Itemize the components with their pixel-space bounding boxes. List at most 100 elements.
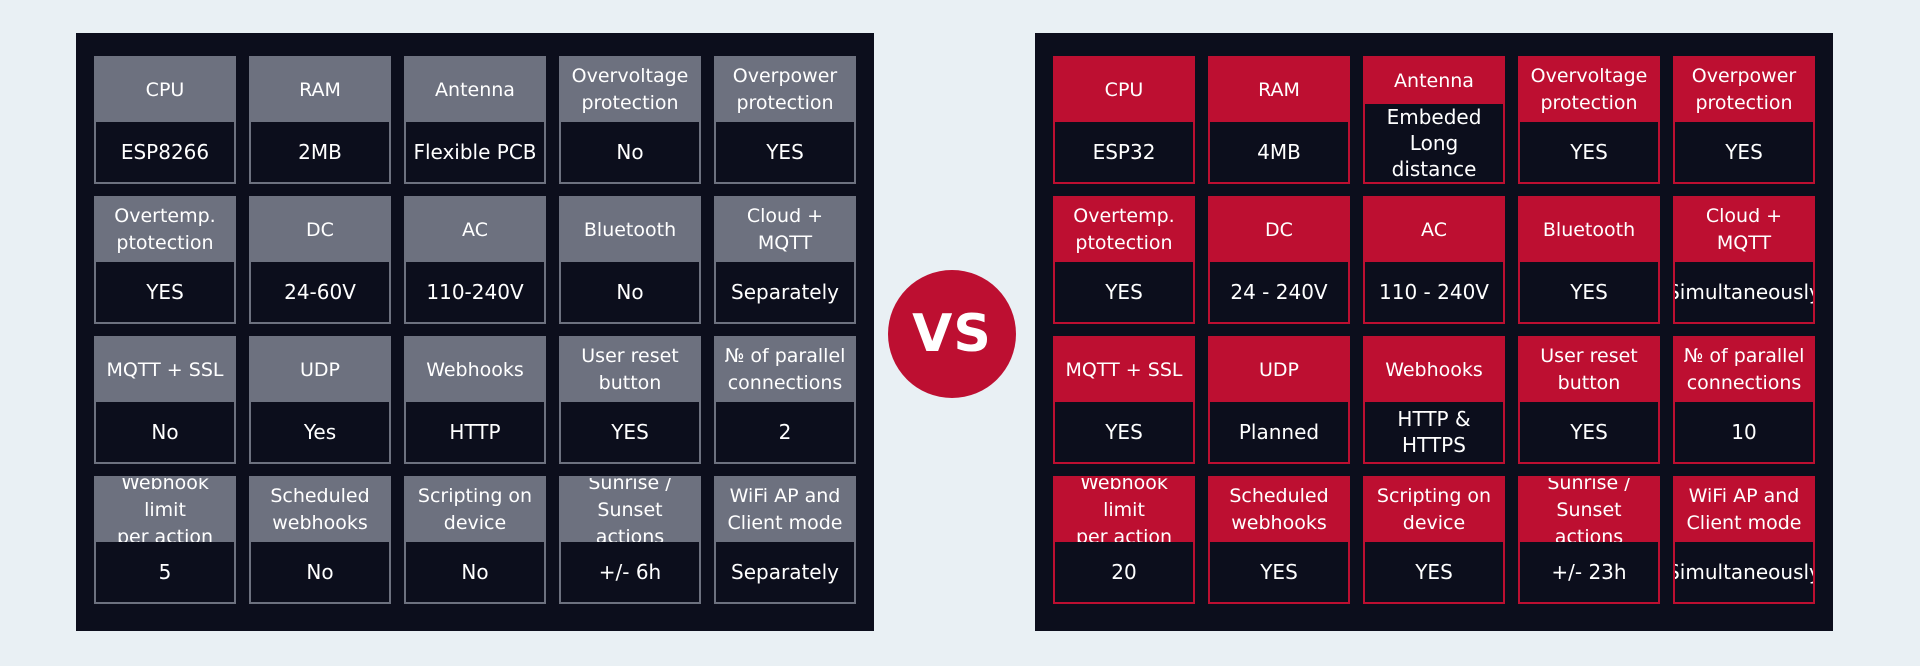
spec-label: Antenna (1365, 58, 1503, 104)
spec-value: ESP8266 (96, 122, 234, 182)
spec-label: DC (251, 198, 389, 262)
spec-label: RAM (1210, 58, 1348, 122)
spec-label: AC (1365, 198, 1503, 262)
spec-cell: Sunrise / Sunset actions+/- 6h (559, 476, 701, 604)
vs-badge: VS (888, 270, 1016, 398)
spec-label: Overvoltage protection (561, 58, 699, 122)
spec-label: Webhook limit per action (1055, 478, 1193, 548)
spec-value: +/- 23h (1520, 542, 1658, 602)
spec-value: YES (1055, 402, 1193, 462)
spec-value: YES (1520, 122, 1658, 182)
spec-value: Embeded Long distance (1365, 104, 1503, 182)
spec-label: UDP (251, 338, 389, 402)
spec-label: AC (406, 198, 544, 262)
spec-value: 110-240V (406, 262, 544, 322)
spec-value: YES (1365, 542, 1503, 602)
spec-label: MQTT + SSL (1055, 338, 1193, 402)
spec-value: Separately (716, 542, 854, 602)
spec-label: Bluetooth (1520, 198, 1658, 262)
spec-label: Scripting on device (406, 478, 544, 542)
spec-value: Simultaneously (1675, 542, 1813, 602)
spec-label: Sunrise / Sunset actions (561, 478, 699, 548)
spec-value: ESP32 (1055, 122, 1193, 182)
spec-label: Webhook limit per action (96, 478, 234, 548)
spec-value: HTTP (406, 402, 544, 462)
spec-label: № of parallel connections (716, 338, 854, 402)
spec-value: Planned (1210, 402, 1348, 462)
spec-value: YES (1675, 122, 1813, 182)
spec-label: № of parallel connections (1675, 338, 1813, 402)
spec-label: Sunrise / Sunset actions (1520, 478, 1658, 548)
spec-label: WiFi AP and Client mode (716, 478, 854, 542)
spec-value: HTTP & HTTPS (1365, 402, 1503, 462)
spec-label: CPU (96, 58, 234, 122)
spec-value: Flexible PCB (406, 122, 544, 182)
spec-value: No (406, 542, 544, 602)
spec-label: Cloud + MQTT (1675, 198, 1813, 262)
spec-value: 2 (716, 402, 854, 462)
spec-label: Webhooks (1365, 338, 1503, 402)
spec-value: YES (1520, 402, 1658, 462)
spec-value: YES (561, 402, 699, 462)
spec-value: YES (1520, 262, 1658, 322)
spec-value: +/- 6h (561, 542, 699, 602)
spec-value: YES (716, 122, 854, 182)
spec-label: Antenna (406, 58, 544, 122)
spec-label: Overpower protection (1675, 58, 1813, 122)
spec-label: MQTT + SSL (96, 338, 234, 402)
spec-value: YES (1210, 542, 1348, 602)
spec-label: User reset button (561, 338, 699, 402)
spec-label: Overpower protection (716, 58, 854, 122)
spec-value: 24 - 240V (1210, 262, 1348, 322)
spec-label: Cloud + MQTT (716, 198, 854, 262)
spec-label: Overtemp. ptotection (96, 198, 234, 262)
spec-label: Scripting on device (1365, 478, 1503, 542)
spec-value: No (251, 542, 389, 602)
spec-label: Webhooks (406, 338, 544, 402)
spec-label: DC (1210, 198, 1348, 262)
spec-label: UDP (1210, 338, 1348, 402)
spec-value: 2MB (251, 122, 389, 182)
spec-value: Simultaneously (1675, 262, 1813, 322)
spec-value: 4MB (1210, 122, 1348, 182)
spec-value: Yes (251, 402, 389, 462)
spec-value: 10 (1675, 402, 1813, 462)
spec-value: No (561, 262, 699, 322)
